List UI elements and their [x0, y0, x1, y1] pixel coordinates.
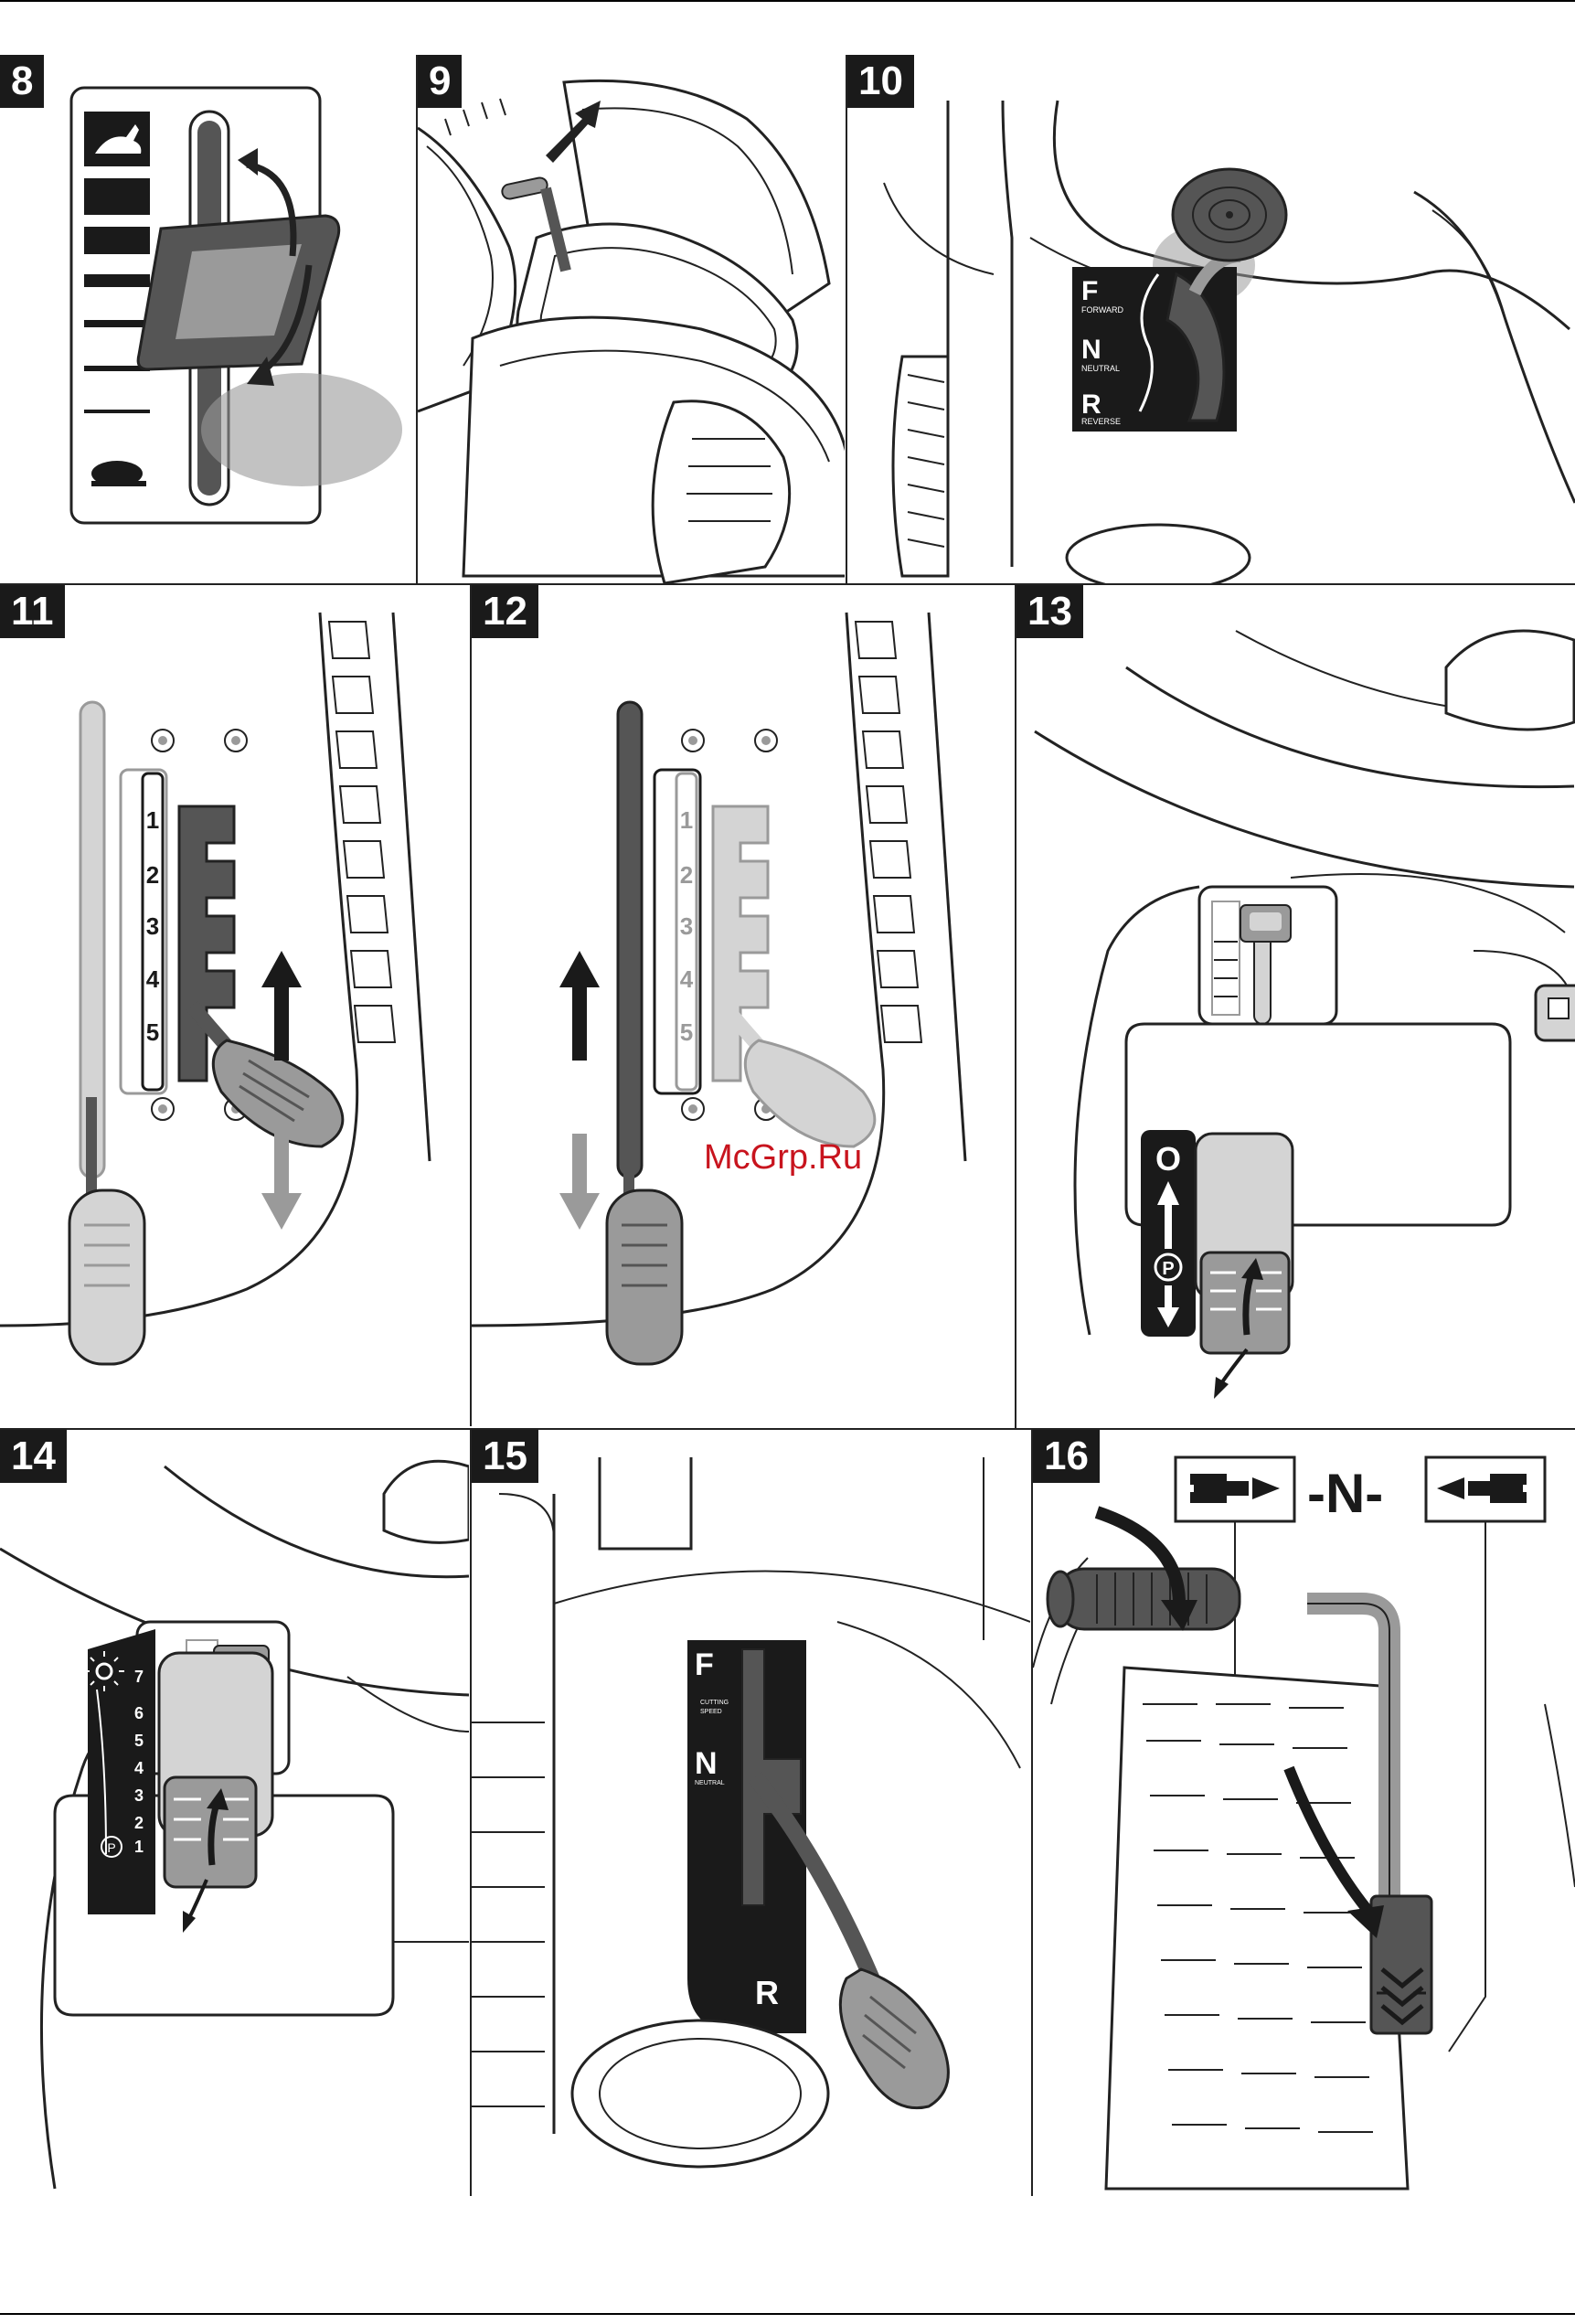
cutting-height-lift-illustration: 1 2 3 4 5 — [472, 585, 1014, 1428]
hare-icon — [84, 112, 150, 166]
gear-number: 5 — [680, 1018, 693, 1046]
top-rule — [0, 0, 1575, 2]
figure-number: 14 — [0, 1430, 67, 1483]
gear-selector-illustration: F FORWARD N NEUTRAL R REVERSE — [847, 55, 1575, 583]
figure-14: 14 7 6 5 4 3 2 1 P — [0, 1430, 469, 2196]
throttle-illustration — [0, 55, 415, 583]
forward-sublabel: FORWARD — [1081, 305, 1123, 314]
height-lever-handle — [745, 1040, 875, 1146]
gear-number: 3 — [680, 912, 693, 940]
blade-control-illustration: 7 6 5 4 3 2 1 P — [0, 1430, 469, 2196]
lift-lever-handle — [607, 1190, 682, 1364]
gear-lever-handle — [840, 1969, 948, 2108]
scale-value: 3 — [134, 1786, 144, 1805]
scale-value: 5 — [134, 1732, 144, 1750]
gear-selector-side-illustration: F CUTTING SPEED N NEUTRAL R — [472, 1430, 1030, 2196]
figure-12: 12 1 2 3 4 5 — [472, 585, 1014, 1428]
tread-pattern — [329, 622, 395, 1042]
figure-number: 9 — [418, 55, 462, 108]
neutral-label: N — [695, 1746, 718, 1781]
figure-number: 10 — [847, 55, 914, 108]
reverse-label: R — [755, 1974, 779, 2011]
figure-number: 16 — [1033, 1430, 1100, 1483]
reverse-label: R — [1081, 389, 1101, 420]
speed-label: SPEED — [700, 1709, 722, 1715]
lift-lever-handle — [69, 1190, 144, 1364]
forward-label: F — [695, 1647, 714, 1682]
reverse-sublabel: REVERSE — [1081, 417, 1121, 426]
off-label: O — [1155, 1140, 1181, 1178]
gear-number: 2 — [680, 861, 693, 889]
neutral-label: -N- — [1307, 1463, 1383, 1524]
gear-number: 4 — [680, 965, 694, 993]
forward-label: F — [1081, 276, 1098, 306]
figure-15: 15 F CUTTING SPEED N NEUTRAL R — [472, 1430, 1030, 2196]
scale-value: 4 — [134, 1759, 144, 1777]
gear-number: 1 — [680, 806, 693, 834]
freewheel-lever-illustration: -N- — [1033, 1430, 1575, 2196]
gear-number: 4 — [146, 965, 160, 993]
parking-brake-illustration: O P — [1016, 585, 1575, 1428]
figure-number: 11 — [0, 585, 65, 638]
park-label: P — [107, 1840, 115, 1855]
neutral-label: N — [1081, 335, 1101, 365]
figure-10: 10 F FORWARD N NEUTRAL R REVERSE — [847, 55, 1575, 583]
figure-8: 8 — [0, 55, 415, 583]
tread-pattern — [856, 622, 921, 1042]
cutting-height-illustration: 1 2 3 4 5 — [0, 585, 469, 1428]
park-label: P — [1162, 1259, 1174, 1279]
cutting-label: CUTTING — [700, 1700, 729, 1706]
watermark: McGrp.Ru — [704, 1138, 862, 1178]
bottom-rule — [0, 2313, 1575, 2315]
figure-9: 9 — [418, 55, 845, 583]
tire — [893, 357, 948, 576]
seat-lever-illustration — [418, 55, 845, 583]
figure-number: 8 — [0, 55, 44, 108]
figure-number: 15 — [472, 1430, 538, 1483]
figure-number: 12 — [472, 585, 538, 638]
gear-number: 3 — [146, 912, 159, 940]
gear-number: 5 — [146, 1018, 159, 1046]
figure-13: 13 O P — [1016, 585, 1575, 1428]
figure-16: 16 -N- — [1033, 1430, 1575, 2196]
scale-value: 7 — [134, 1668, 144, 1686]
figure-11: 11 1 2 3 4 5 — [0, 585, 469, 1428]
neutral-sublabel: NEUTRAL — [695, 1780, 725, 1786]
scale-value: 1 — [134, 1838, 144, 1856]
figure-number: 13 — [1016, 585, 1083, 638]
gear-number: 1 — [146, 806, 159, 834]
gear-number: 2 — [146, 861, 159, 889]
scale-value: 6 — [134, 1704, 144, 1722]
neutral-sublabel: NEUTRAL — [1081, 364, 1120, 373]
scale-value: 2 — [134, 1814, 144, 1832]
